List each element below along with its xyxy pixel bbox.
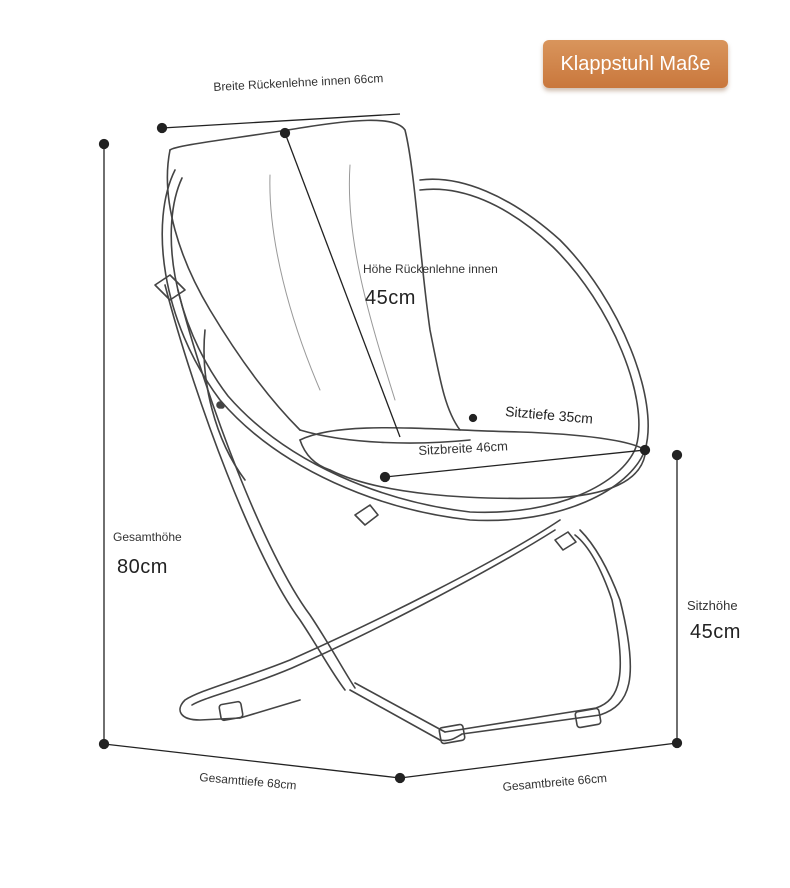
label-seat-height: Sitzhöhe — [687, 598, 738, 613]
value-seat-height: 45cm — [690, 621, 741, 643]
chair-illustration — [154, 119, 649, 745]
dim-point — [394, 772, 406, 784]
dim-point — [379, 471, 391, 483]
value-total-height: 80cm — [117, 556, 168, 578]
dim-point — [671, 449, 683, 461]
dim-point — [98, 138, 110, 150]
label-back-height: Höhe Rückenlehne innen — [363, 262, 498, 276]
dim-point — [156, 122, 168, 134]
label-total-height: Gesamthöhe — [113, 530, 182, 544]
title-badge: Klappstuhl Maße — [543, 40, 728, 88]
value-back-height: 45cm — [365, 287, 416, 309]
dim-point — [279, 127, 291, 139]
title-text: Klappstuhl Maße — [560, 52, 711, 75]
dim-point — [639, 444, 651, 456]
dimension-lines — [98, 113, 683, 784]
dim-point — [468, 413, 478, 423]
